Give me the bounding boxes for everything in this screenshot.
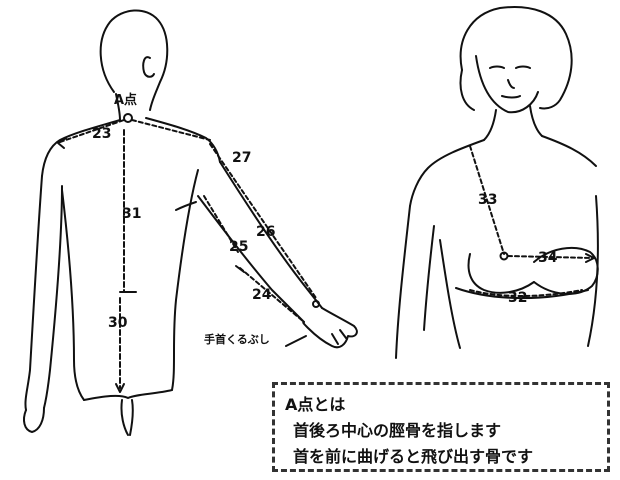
measure-32-label: 32 xyxy=(508,290,527,306)
measure-26-label: 26 xyxy=(256,224,275,240)
note-line-1: 首後ろ中心の脛骨を指します xyxy=(293,417,501,441)
measure-23-label: 23 xyxy=(92,126,111,142)
wrist-label: 手首くるぶし xyxy=(204,332,270,346)
measure-30-label: 30 xyxy=(108,315,128,331)
measure-25-label: 25 xyxy=(229,239,248,255)
measure-27-label: 27 xyxy=(232,150,251,166)
note-title: A点とは xyxy=(285,391,345,415)
point-a-marker xyxy=(124,114,132,122)
point-a-note-box: A点とは 首後ろ中心の脛骨を指します 首を前に曲げると飛び出す骨です xyxy=(272,382,610,472)
back-figure xyxy=(24,10,357,435)
front-figure xyxy=(396,7,598,358)
measure-24-label: 24 xyxy=(252,287,272,303)
note-line-2: 首を前に曲げると飛び出す骨です xyxy=(293,443,533,467)
front-measurement-lines xyxy=(470,146,594,296)
point-a-label: A点 xyxy=(114,92,137,108)
measure-33-label: 33 xyxy=(478,192,497,208)
measure-34-label: 34 xyxy=(538,250,558,266)
measure-31-label: 31 xyxy=(122,206,141,222)
